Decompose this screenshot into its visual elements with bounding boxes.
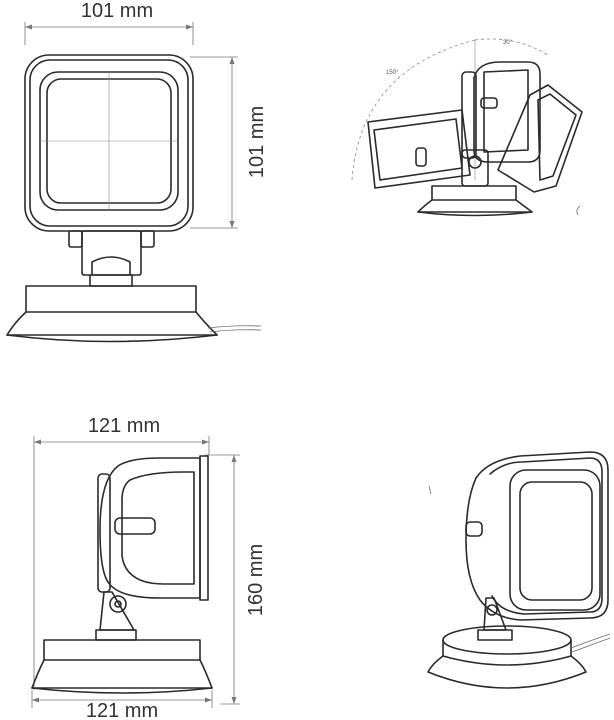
side-height-dimension: 160 mm	[205, 454, 267, 705]
side-bottom-width-label: 121 mm	[86, 700, 158, 720]
side-bracket	[95, 591, 137, 641]
iso-suction-base	[427, 625, 611, 689]
side-height-label: 160 mm	[245, 544, 267, 616]
iso-bracket	[477, 597, 513, 641]
front-view: 101 mm 101 mm	[6, 0, 268, 343]
side-view: 121 mm 160 mm	[31, 415, 267, 720]
side-top-width-dimension: 121 mm	[33, 415, 210, 455]
front-width-dimension: 101 mm	[24, 0, 194, 45]
iso-lens-bezel	[509, 469, 601, 611]
lamp-position-upright	[461, 61, 541, 163]
lamp-position-horizontal	[367, 109, 471, 189]
side-top-width-label: 121 mm	[88, 415, 160, 437]
tilt-angle-left: 150°	[386, 70, 399, 76]
suction-base	[6, 285, 262, 343]
mounting-bracket	[68, 230, 155, 287]
tilt-angle-right: 30°	[503, 40, 513, 46]
tilt-view: 150° 30°	[351, 38, 583, 217]
lamp-position-forward	[497, 84, 583, 193]
side-lamp-body	[97, 455, 209, 601]
side-suction-base	[31, 639, 213, 694]
front-height-label: 101 mm	[246, 106, 268, 178]
isometric-view	[427, 451, 611, 689]
iso-lamp-housing	[465, 451, 609, 621]
iso-lens	[519, 481, 593, 601]
side-bottom-width-dimension: 121 mm	[31, 690, 213, 720]
front-width-label: 101 mm	[81, 0, 153, 22]
tilt-base	[417, 149, 581, 217]
front-height-dimension: 101 mm	[190, 56, 268, 229]
